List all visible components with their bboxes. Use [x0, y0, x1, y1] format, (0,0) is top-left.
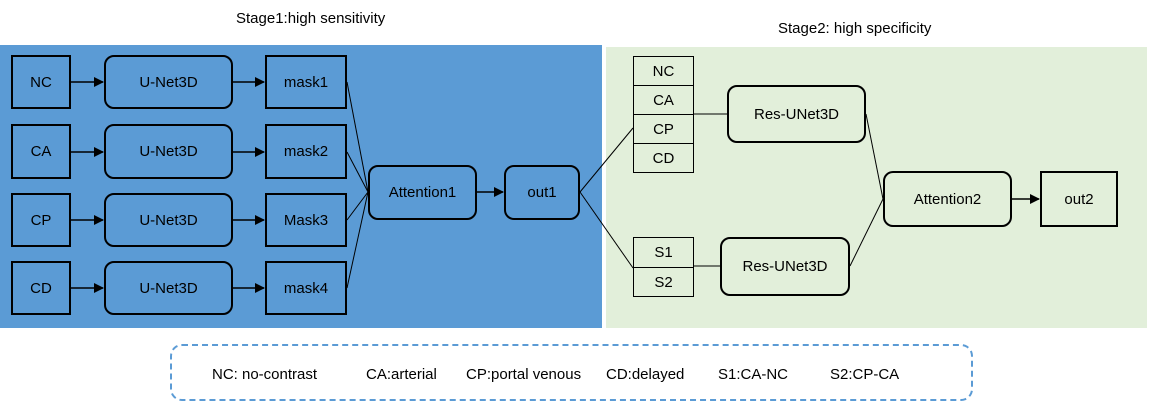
subtraction-s2: S2 — [633, 267, 694, 297]
out2: out2 — [1040, 171, 1118, 227]
unet3d-cd: U-Net3D — [104, 261, 233, 315]
mask1: mask1 — [265, 55, 347, 109]
line-out1-to-cp — [579, 127, 634, 193]
mask4: mask4 — [265, 261, 347, 315]
stage1-title: Stage1:high sensitivity — [236, 10, 386, 27]
unet3d-cp: U-Net3D — [104, 193, 233, 247]
attention2: Attention2 — [883, 171, 1012, 227]
mask3: Mask3 — [265, 193, 347, 247]
unet3d-ca: U-Net3D — [104, 124, 233, 179]
phase-ca: CA — [633, 85, 694, 115]
line-mask3-to-attention1 — [346, 191, 369, 221]
legend-nc: NC: no-contrast — [212, 366, 318, 383]
line-mask1-to-attention1 — [346, 81, 369, 193]
phase-nc: NC — [633, 56, 694, 86]
line-resunet-bottom-to-attention2 — [849, 198, 884, 267]
line-out1-to-s2 — [579, 191, 634, 269]
mask2: mask2 — [265, 124, 347, 179]
line-mask4-to-attention1 — [346, 191, 369, 289]
input-nc: NC — [11, 55, 71, 109]
attention1: Attention1 — [368, 165, 477, 220]
legend-cp: CP:portal venous — [466, 366, 582, 383]
phase-cd: CD — [633, 143, 694, 173]
res-unet3d-top: Res-UNet3D — [727, 85, 866, 143]
legend-cd: CD:delayed — [606, 366, 685, 383]
input-ca: CA — [11, 124, 71, 179]
out1: out1 — [504, 165, 580, 220]
legend-s1: S1:CA-NC — [718, 366, 789, 383]
legend: NC: no-contrast CA:arterial CP:portal ve… — [170, 344, 973, 401]
legend-ca: CA:arterial — [366, 366, 437, 383]
res-unet3d-bottom: Res-UNet3D — [720, 237, 850, 296]
input-cp: CP — [11, 193, 71, 247]
line-mask2-to-attention1 — [346, 151, 369, 193]
stage2-title: Stage2: high specificity — [778, 20, 932, 37]
line-resunet-top-to-attention2 — [865, 113, 884, 200]
unet3d-nc: U-Net3D — [104, 55, 233, 109]
subtraction-s1: S1 — [633, 237, 694, 268]
legend-s2: S2:CP-CA — [830, 366, 900, 383]
input-cd: CD — [11, 261, 71, 315]
phase-cp: CP — [633, 114, 694, 144]
